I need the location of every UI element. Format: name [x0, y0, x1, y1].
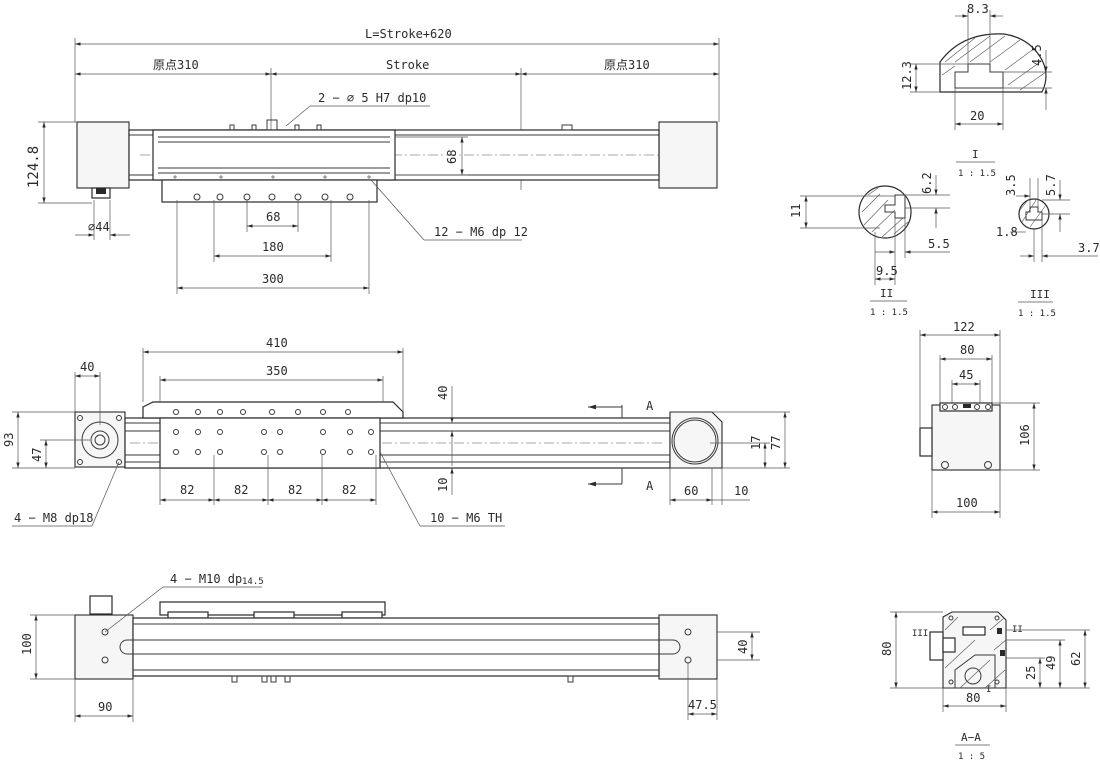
bottom-holes-note: 4 − M10 dp [170, 572, 242, 586]
detail-III-label: III [1030, 288, 1050, 301]
detail-I-8-3: 8.3 [967, 2, 989, 16]
detail-II-scale: 1 : 1.5 [870, 308, 908, 318]
width-40-label: 40 [80, 360, 94, 374]
section-mark-bottom: A [646, 479, 654, 493]
height-124-8-label: 124.8 [26, 146, 42, 188]
pitch-82-3: 82 [288, 483, 302, 497]
detail-I: 8.3 12.3 4.5 20 I 1 : 1.5 [900, 2, 1052, 179]
detail-II-5-5: 5.5 [928, 237, 950, 251]
detail-I-scale: 1 : 1.5 [958, 169, 996, 179]
section-62-label: 62 [1069, 652, 1083, 666]
top-view: L=Stroke+620 原点310 Stroke 原点310 [26, 27, 720, 294]
detail-I-label: I [972, 148, 979, 161]
end-80-label: 80 [960, 343, 974, 357]
detail-II: 11 6.2 5.5 9.5 II 1 : 1.5 [789, 172, 950, 318]
detail-II-label: II [880, 287, 893, 300]
end-100-label: 100 [956, 496, 978, 510]
bottom-dim-40-label: 40 [736, 640, 750, 654]
detail-II-6-2: 6.2 [920, 172, 934, 194]
section-25-label: 25 [1024, 666, 1038, 680]
right-end-block [658, 121, 718, 189]
pitch-82-2: 82 [234, 483, 248, 497]
tap-note: 12 − M6 dp 12 [434, 225, 528, 239]
bottom-height-100-label: 100 [20, 633, 34, 655]
pitch-82-1: 82 [180, 483, 194, 497]
inner-68-label: 68 [445, 150, 459, 164]
bottom-width-90-label: 90 [98, 700, 112, 714]
section-tag-left: III [912, 629, 928, 639]
section-aa-scale: 1 : 5 [958, 752, 985, 762]
length-410-label: 410 [266, 336, 288, 350]
overall-length-label: L=Stroke+620 [365, 27, 452, 41]
dim-17-label: 17 [749, 436, 763, 450]
height-93-label: 93 [2, 433, 16, 447]
detail-II-11: 11 [789, 204, 803, 218]
detail-III-3-7: 3.7 [1078, 241, 1100, 255]
detail-I-20: 20 [970, 109, 984, 123]
detail-III-scale: 1 : 1.5 [1018, 309, 1056, 319]
end-122-label: 122 [953, 320, 975, 334]
end-45-label: 45 [959, 368, 973, 382]
motor-dia-label: ∅44 [88, 220, 110, 234]
stroke-label: Stroke [386, 58, 429, 72]
bottom-holes-depth: 14.5 [242, 577, 264, 587]
carriage-top [152, 129, 396, 181]
height-47-label: 47 [30, 448, 44, 462]
detail-III-1-8: 1.8 [996, 225, 1018, 239]
length-350-label: 350 [266, 364, 288, 378]
pitch-82-4: 82 [342, 483, 356, 497]
dim-77-label: 77 [769, 436, 783, 450]
detail-III: 3.5 5.7 1.8 3.7 III 1 : 1.5 [996, 174, 1100, 319]
bottom-dim-47-5-label: 47.5 [688, 698, 717, 712]
section-mark-top: A [646, 399, 654, 413]
dim-10-right-label: 10 [734, 484, 748, 498]
pitch-180-label: 180 [262, 240, 284, 254]
pitch-300-label: 300 [262, 272, 284, 286]
carriage-holes-note: 10 − M6 TH [430, 511, 502, 525]
section-80-height-label: 80 [880, 642, 894, 656]
bottom-view: 100 90 40 47.5 4 − M10 dp 14.5 [20, 572, 760, 722]
origin-left-label: 原点310 [153, 58, 199, 72]
bottom-left-end [74, 614, 134, 680]
motor-holes-note: 4 − M8 dp18 [14, 511, 93, 525]
detail-I-12-3: 12.3 [900, 61, 914, 90]
gap-40-label: 40 [436, 386, 450, 400]
detail-III-5-7: 5.7 [1044, 174, 1058, 196]
origin-right-label: 原点310 [604, 58, 650, 72]
section-aa-label: A−A [961, 731, 981, 744]
section-80-width-label: 80 [966, 691, 980, 705]
pitch-68-label: 68 [266, 210, 280, 224]
section-49-label: 49 [1044, 656, 1058, 670]
detail-I-4-5: 4.5 [1030, 44, 1044, 66]
end-106-label: 106 [1018, 424, 1032, 446]
gap-10-label: 10 [436, 478, 450, 492]
pin-note: 2 − ∅ 5 H7 dp10 [318, 91, 426, 105]
detail-II-9-5: 9.5 [876, 264, 898, 278]
section-aa: III II I 80 25 49 62 80 A−A 1 : 5 [880, 611, 1090, 762]
end-view: 122 80 45 106 100 [919, 320, 1040, 518]
dim-60-label: 60 [684, 484, 698, 498]
left-end-block [76, 121, 130, 189]
front-view: 410 350 40 93 47 40 10 17 77 60 1 [2, 336, 790, 527]
section-tag-bottom: I [986, 685, 991, 695]
detail-III-3-5: 3.5 [1004, 174, 1018, 196]
